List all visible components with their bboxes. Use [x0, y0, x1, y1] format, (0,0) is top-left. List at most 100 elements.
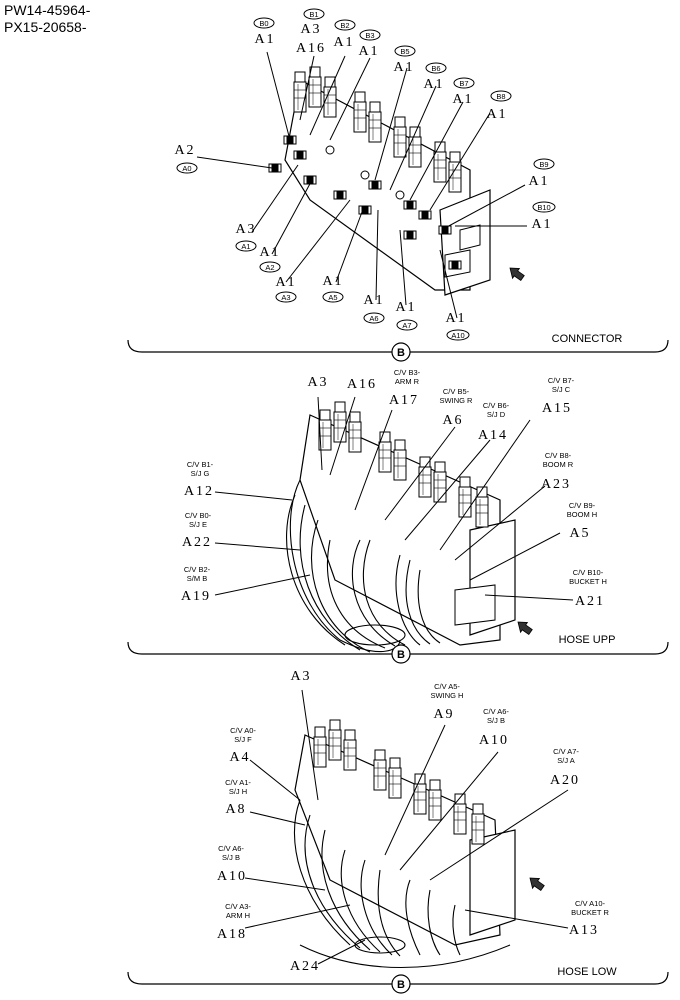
- connector-leader-lines: [196, 51, 527, 319]
- tag-a7: A7: [402, 321, 411, 330]
- label-a3-line2: ARM H: [226, 911, 250, 920]
- hose-upp-callouts: C/V B1- S/J G A12 C/V B0- S/J E A22 C/V …: [181, 368, 615, 664]
- tag-b1: B1: [309, 10, 318, 19]
- label-b9-line2: BOOM H: [567, 510, 597, 519]
- ref-a3: A1: [275, 275, 296, 290]
- tag-a1: A1: [241, 242, 250, 251]
- tag-a3: A3: [281, 293, 290, 302]
- ref-a10: A1: [445, 311, 466, 326]
- ref-a17: A17: [389, 393, 419, 408]
- hose-bundle-lower: [293, 799, 511, 968]
- label-a7-line1: C/V A7-: [553, 747, 579, 756]
- ref-a3-upp: A3: [307, 375, 328, 390]
- view-bubble-1: B: [397, 347, 405, 359]
- tag-b8: B8: [496, 92, 505, 101]
- serial-line-2: PX15-20658-: [4, 19, 87, 35]
- tag-a0: A0: [182, 164, 191, 173]
- panel-title-connector: CONNECTOR: [552, 333, 623, 345]
- ref-a5: A1: [322, 274, 343, 289]
- hose-low-leader-lines: [244, 689, 569, 965]
- tag-b0: B0: [259, 19, 268, 28]
- ref-a10-left: A10: [217, 869, 247, 884]
- ref-a21: A21: [575, 594, 605, 609]
- tag-a6: A6: [369, 314, 378, 323]
- label-b7-line1: C/V B7-: [548, 376, 575, 385]
- ref-a1: A3: [235, 222, 256, 237]
- label-b2-line2: S/M B: [187, 574, 207, 583]
- panel-2-border: [127, 641, 669, 655]
- label-b7-line2: S/J C: [552, 385, 571, 394]
- label-a0-line1: C/V A0-: [230, 726, 256, 735]
- ref-b10: A1: [531, 217, 552, 232]
- hose-bundle-upper: [285, 479, 441, 653]
- ref-a22: A22: [182, 535, 212, 550]
- ref-a15: A15: [542, 401, 572, 416]
- label-b3-line1: C/V B3-: [394, 368, 421, 377]
- label-b2-line1: C/V B2-: [184, 565, 211, 574]
- label-b6-line2: S/J D: [487, 410, 506, 419]
- label-a7-line2: S/J A: [557, 756, 575, 765]
- label-a10-line1: C/V A10-: [575, 899, 606, 908]
- label-a5-line2: SWING H: [431, 691, 464, 700]
- ref-a0: A2: [174, 143, 195, 158]
- ref-b9: A1: [528, 174, 549, 189]
- serial-line-1: PW14-45964-: [4, 2, 91, 18]
- ref-a19: A19: [181, 589, 211, 604]
- direction-arrow-icon: [505, 263, 527, 284]
- ref-a9: A9: [433, 707, 454, 722]
- label-a6-line1: C/V A6-: [483, 707, 509, 716]
- label-b5-line1: C/V B5-: [443, 387, 470, 396]
- ref-a18: A18: [217, 927, 247, 942]
- label-b10-line1: C/V B10-: [573, 568, 604, 577]
- label-a1-line1: C/V A1-: [225, 778, 251, 787]
- serial-header: PW14-45964- PX15-20658-: [4, 2, 90, 36]
- label-a1-line2: S/J H: [229, 787, 247, 796]
- label-b5-line2: SWING R: [440, 396, 473, 405]
- label-a6-line2: S/J B: [487, 716, 505, 725]
- panel-hose-low: [127, 689, 669, 985]
- tag-b7: B7: [459, 79, 468, 88]
- tag-b6: B6: [431, 64, 440, 73]
- ref-a8: A8: [225, 802, 246, 817]
- direction-arrow-icon-2: [513, 617, 535, 638]
- label-b3-line2: ARM R: [395, 377, 420, 386]
- label-b9-line1: C/V B9-: [569, 501, 596, 510]
- hose-low-callouts: A3 C/V A5- SWING H A9 C/V A6- S/J B A10 …: [217, 669, 617, 994]
- tag-a10: A10: [451, 331, 464, 340]
- label-b1-line2: S/J G: [191, 469, 210, 478]
- tag-b2: B2: [340, 21, 349, 30]
- tag-b10: B10: [537, 203, 550, 212]
- label-b0-line2: S/J E: [189, 520, 207, 529]
- label-a3-line1: C/V A3-: [225, 902, 251, 911]
- label-a0-line2: S/J F: [234, 735, 252, 744]
- connector-callouts: B0 A1 B1 A3 A16 B2 A1 B3 A1 B5 A1 B6 A1 …: [174, 8, 623, 362]
- label-a5-line1: C/V A5-: [434, 682, 460, 691]
- ref-b6: A1: [423, 77, 444, 92]
- ref-a24: A24: [290, 959, 320, 974]
- tag-b5: B5: [400, 47, 409, 56]
- tag-b3: B3: [365, 31, 374, 40]
- ref-b3: A1: [358, 44, 379, 59]
- ref-a3-low: A3: [290, 669, 311, 684]
- ref-a16-upp: A16: [347, 377, 377, 392]
- panel-3-border: [127, 971, 669, 985]
- ref-b2: A1: [333, 35, 354, 50]
- tag-a2: A2: [265, 263, 274, 272]
- tag-b9: B9: [539, 160, 548, 169]
- valve-block-3: [294, 719, 516, 946]
- ref-a13: A13: [569, 923, 599, 938]
- tag-a5: A5: [328, 293, 337, 302]
- ref-a2: A1: [259, 245, 280, 260]
- view-bubble-3: B: [397, 979, 405, 991]
- ref-a6-upp: A6: [442, 413, 463, 428]
- ref-a14: A14: [478, 428, 508, 443]
- ref-a5-upp: A5: [569, 526, 590, 541]
- label-a6b-line1: C/V A6-: [218, 844, 244, 853]
- ref-a16: A16: [296, 41, 326, 56]
- ref-b5: A1: [393, 60, 414, 75]
- valve-block-1: [268, 66, 491, 296]
- view-bubble-2: B: [397, 649, 405, 661]
- direction-arrow-icon-3: [525, 873, 547, 894]
- hose-upp-leader-lines: [214, 396, 574, 601]
